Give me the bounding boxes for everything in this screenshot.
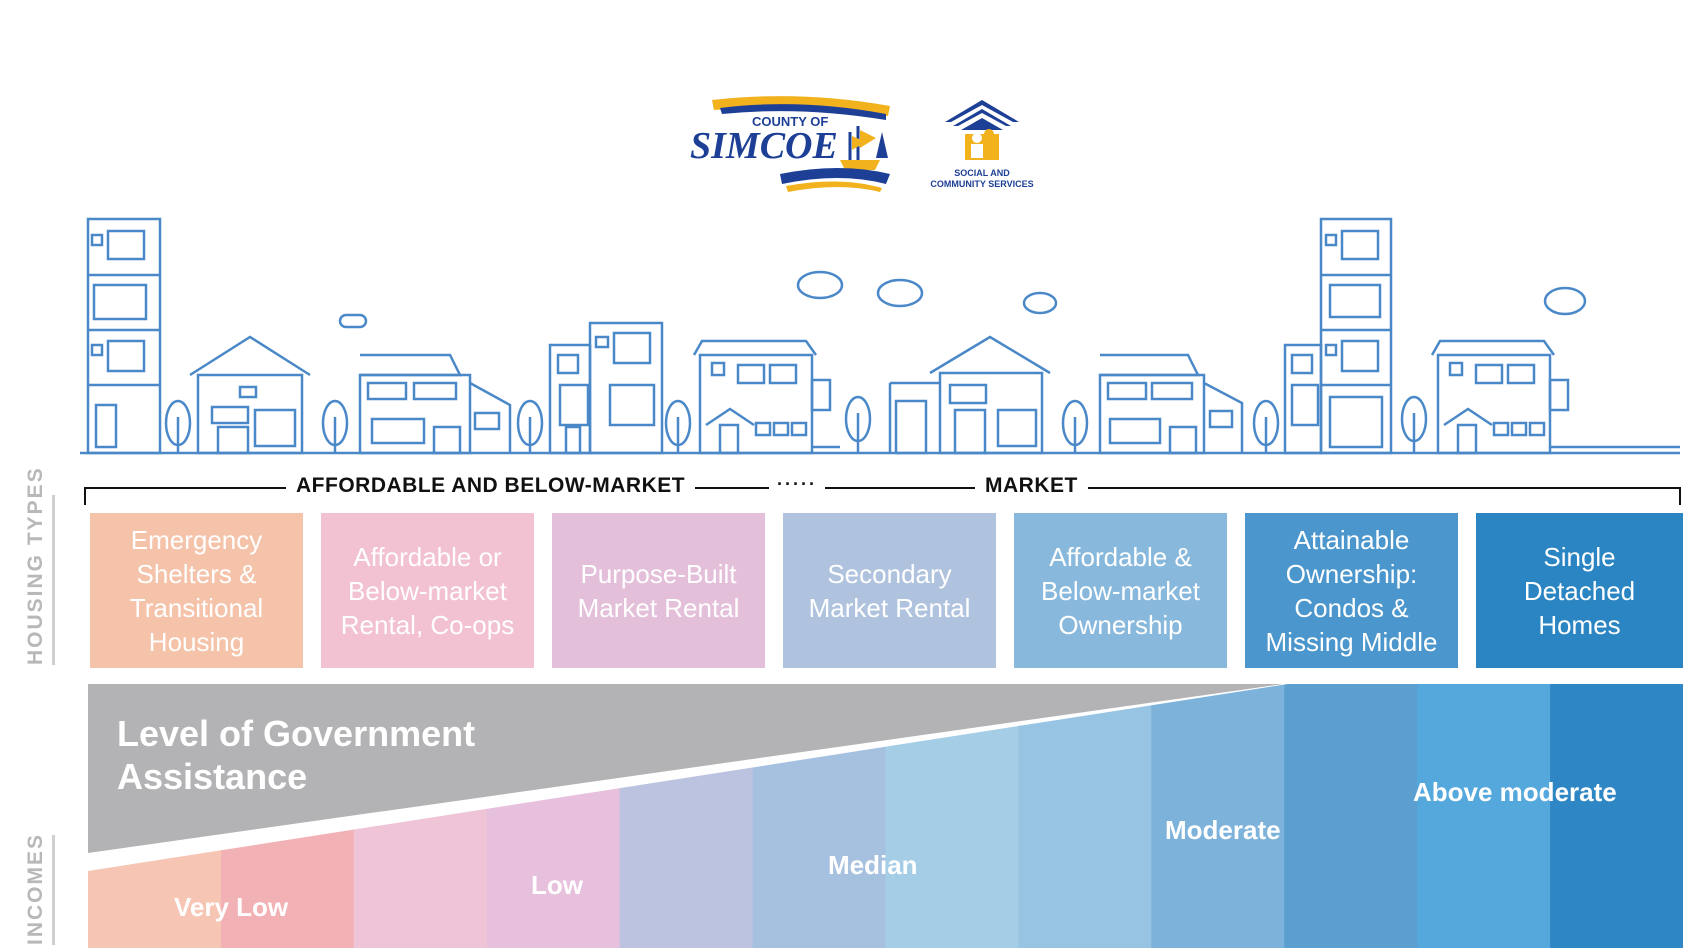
income-label-median: Median	[828, 850, 918, 880]
social-community-services-logo: SOCIAL AND COMMUNITY SERVICES	[930, 100, 1034, 189]
bracket-dots: ·····	[769, 474, 825, 495]
tree-4	[664, 399, 692, 453]
house-1	[189, 313, 368, 455]
tree-1	[164, 399, 192, 453]
housing-type-purpose-built-rental: Purpose-Built Market Rental	[552, 513, 765, 668]
skyline-illustration	[80, 217, 1680, 455]
housing-type-attainable-ownership: Attainable Ownership: Condos & Missing M…	[1245, 513, 1458, 668]
tree-6	[1061, 399, 1089, 453]
incomes-side-label: INCOMES	[24, 832, 47, 945]
housing-type-secondary-rental: Secondary Market Rental	[783, 513, 996, 668]
affordable-bracket-label: AFFORDABLE AND BELOW-MARKET	[286, 474, 696, 498]
building-3	[548, 321, 664, 455]
bracket-left-end	[84, 487, 86, 505]
income-label-very-low: Very Low	[174, 892, 289, 922]
tree-2	[321, 399, 349, 453]
cloud-3	[1022, 291, 1058, 315]
income-band-9	[1151, 684, 1286, 948]
house-2	[358, 353, 512, 455]
income-label-low: Low	[531, 870, 583, 900]
housing-type-affordable-ownership: Affordable & Below-market Ownership	[1014, 513, 1227, 668]
house-7	[1430, 286, 1680, 455]
svg-text:SIMCOE: SIMCOE	[690, 125, 838, 167]
svg-text:SOCIAL AND: SOCIAL AND	[954, 168, 1010, 178]
housing-type-single-detached: Single Detached Homes	[1476, 513, 1683, 668]
house-6	[1098, 353, 1244, 455]
income-assistance-diagram	[88, 684, 1683, 948]
cloud-2	[876, 278, 924, 308]
incomes-rule	[52, 835, 55, 945]
bracket-line	[84, 487, 1681, 489]
svg-text:COMMUNITY SERVICES: COMMUNITY SERVICES	[930, 179, 1033, 189]
market-bracket-label: MARKET	[975, 474, 1088, 498]
income-band-12	[1550, 684, 1683, 948]
income-band-10	[1284, 684, 1419, 948]
housing-type-affordable-rental: Affordable or Below-market Rental, Co-op…	[321, 513, 534, 668]
county-of-simcoe-logo: COUNTY OF SIMCOE	[690, 96, 890, 192]
government-assistance-label: Level of Government Assistance	[117, 713, 476, 797]
government-assistance-wedge	[88, 684, 1283, 853]
tree-3	[516, 399, 544, 453]
housing-types-rule	[52, 495, 55, 665]
house-5	[888, 335, 1051, 455]
svg-text:COUNTY OF: COUNTY OF	[752, 114, 828, 129]
income-band-11	[1417, 684, 1552, 948]
house-4	[692, 270, 844, 455]
income-band-8	[1018, 684, 1153, 948]
tree-7	[1252, 399, 1280, 453]
tower-right	[1283, 217, 1393, 455]
housing-type-emergency-shelters: Emergency Shelters & Transitional Housin…	[90, 513, 303, 668]
income-label-moderate: Moderate	[1165, 815, 1281, 845]
tree-8	[1400, 395, 1428, 453]
housing-types-side-label: HOUSING TYPES	[24, 466, 47, 665]
income-label-above-moderate: Above moderate	[1413, 777, 1617, 807]
tree-5	[844, 395, 872, 453]
bracket-right-end	[1679, 487, 1681, 505]
tower-left	[86, 217, 162, 455]
